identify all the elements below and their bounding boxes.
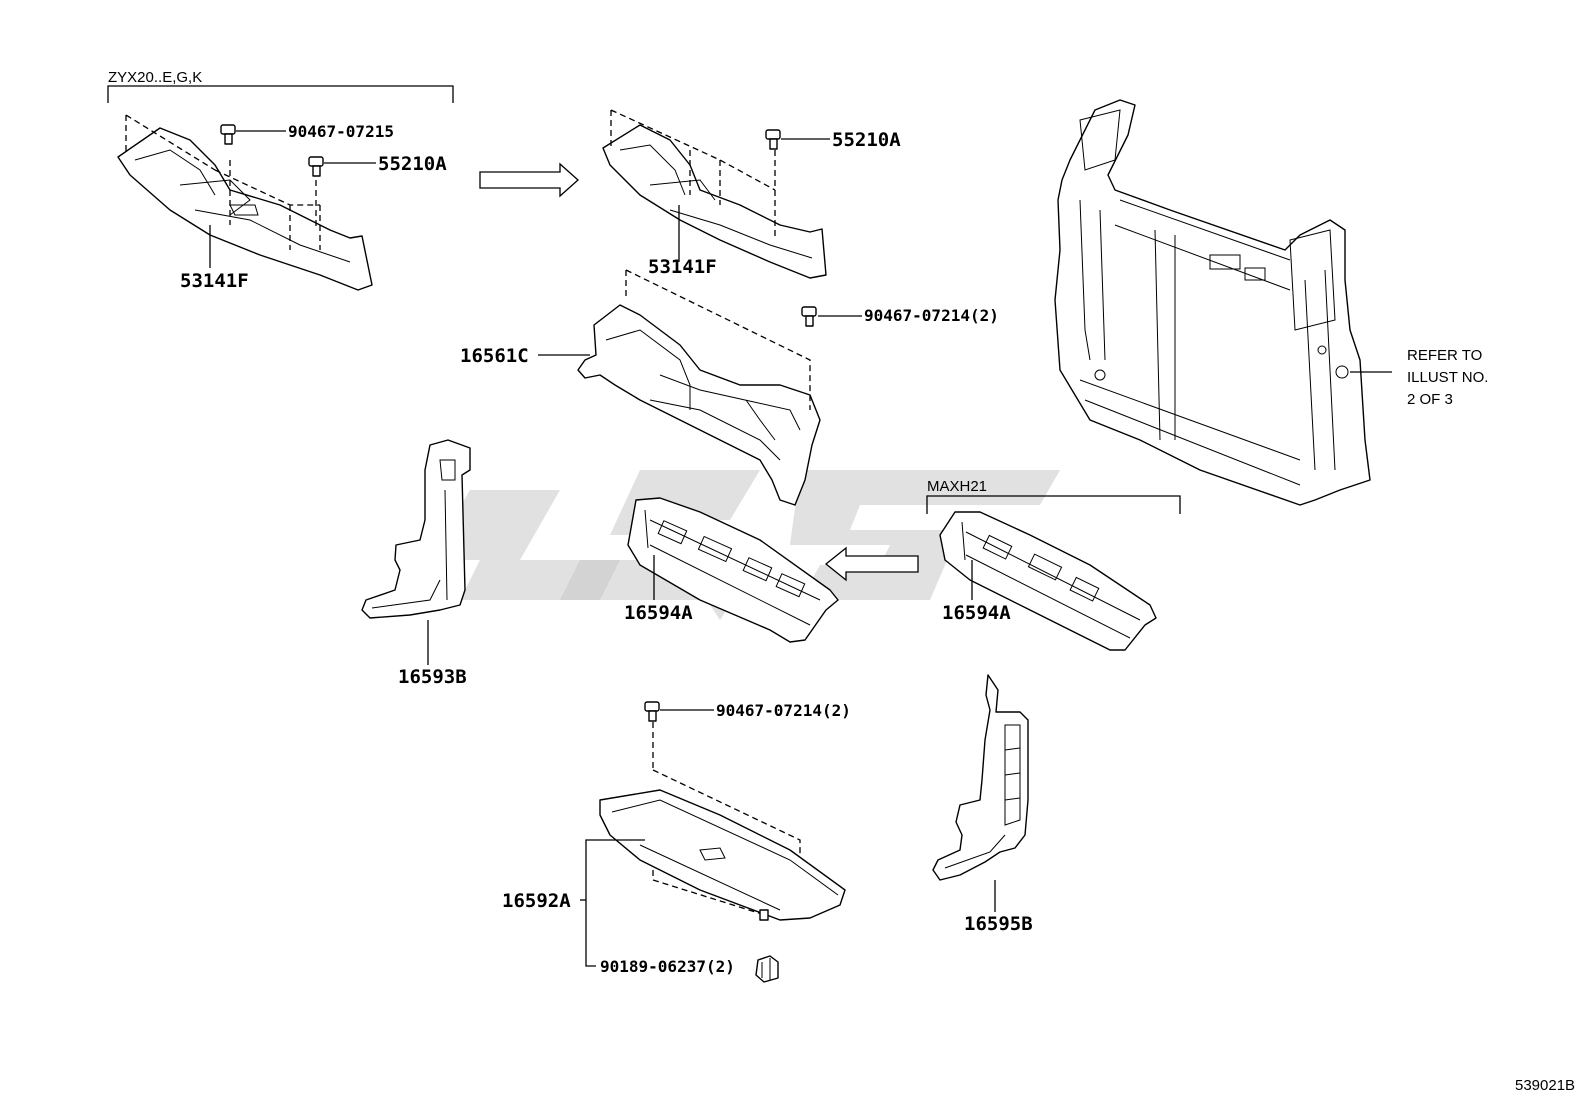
clip-icon [644,701,660,722]
refer-note-line-2: ILLUST NO. [1407,369,1488,386]
arrow-left-icon [824,546,919,582]
clip-icon [765,129,781,150]
variant-group-maxh21: MAXH21 16594A [926,478,1181,651]
part-number-53141F-left[interactable]: 53141F [180,270,249,292]
clip-icon [801,306,817,327]
part-number-16594A-right[interactable]: 16594A [942,602,1011,624]
refer-note-line-1: REFER TO [1407,347,1482,364]
part-16592A-drawing [599,789,846,921]
part-53141F-left-drawing [117,127,373,291]
variant-label-zyx20: ZYX20..E,G,K [108,69,202,86]
part-number-90467-07214-top[interactable]: 90467-07214(2) [864,306,999,325]
part-16594A-right-drawing [939,511,1157,651]
part-16561C-drawing [577,304,821,506]
arrow-right-icon [479,162,579,198]
clip-icon [220,124,236,145]
part-number-16561C[interactable]: 16561C [460,345,529,367]
group-top-middle: 55210A 53141F 90467-07214(2) 16561C [460,109,999,506]
clip-icon [308,156,324,177]
part-number-16593B[interactable]: 16593B [398,666,467,688]
part-number-16592A[interactable]: 16592A [502,890,571,912]
variant-group-zyx20: ZYX20..E,G,K 90467-07215 55210A 53141F [107,69,454,292]
part-number-53141F-mid[interactable]: 53141F [648,256,717,278]
variant-bracket [926,495,1181,514]
refer-note: REFER TO ILLUST NO. 2 OF 3 [1407,347,1488,408]
part-number-16594A-mid[interactable]: 16594A [624,602,693,624]
radiator-support-drawing [1054,99,1371,506]
part-number-90189-06237[interactable]: 90189-06237(2) [600,957,735,976]
part-number-55210A-mid[interactable]: 55210A [832,129,901,151]
part-number-55210A-left[interactable]: 55210A [378,153,447,175]
variant-label-maxh21: MAXH21 [927,478,987,495]
part-number-16595B[interactable]: 16595B [964,913,1033,935]
part-16595B-drawing [932,674,1029,881]
part-number-90467-07214-bottom[interactable]: 90467-07214(2) [716,701,851,720]
illustration-code: 539021B [1515,1077,1575,1094]
refer-note-line-3: 2 OF 3 [1407,391,1453,408]
part-53141F-mid-drawing [602,124,827,279]
variant-bracket [107,85,454,103]
nut-icon [755,955,779,983]
part-number-90467-07215[interactable]: 90467-07215 [288,122,394,141]
part-16593B-drawing [361,439,471,619]
part-16594A-mid-drawing [627,497,839,643]
